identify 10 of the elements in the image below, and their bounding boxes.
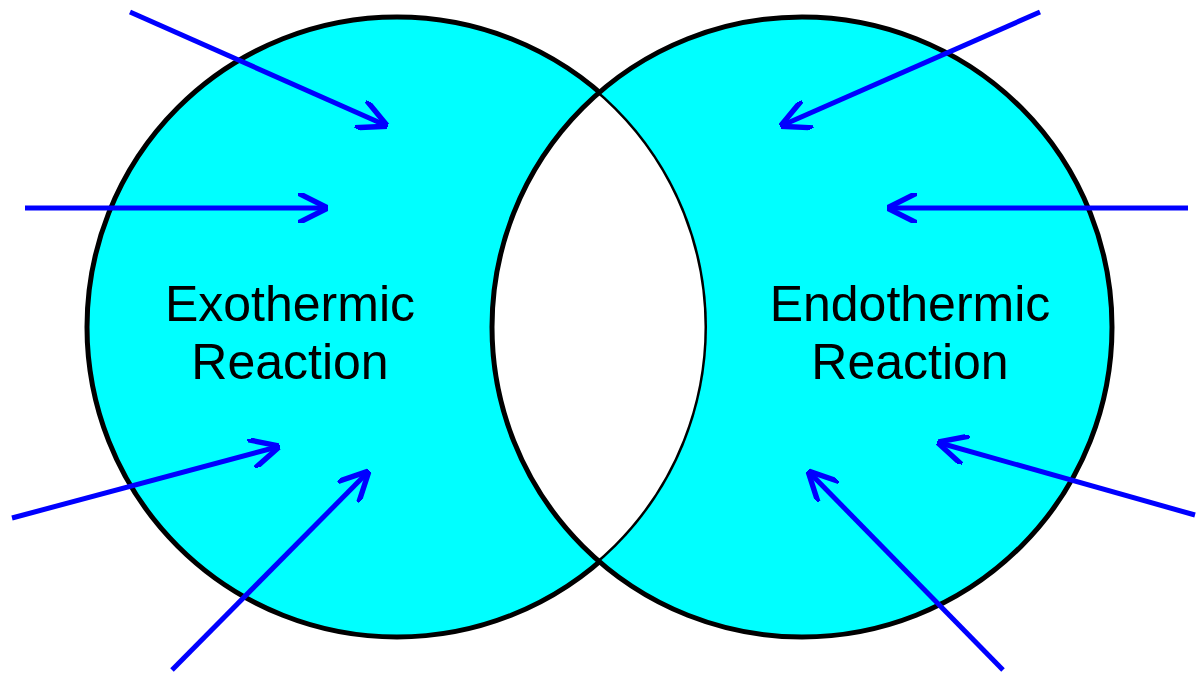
circle-label: Endothermic Reaction [768,275,1052,391]
circle-label: Exothermic Reaction [163,275,417,391]
arrow [170,468,372,672]
arrow [129,9,391,131]
arrow [25,190,331,226]
arrow [805,468,1005,672]
arrow [11,436,283,521]
arrow [884,190,1188,226]
arrow [777,9,1041,131]
arrow [934,433,1196,518]
